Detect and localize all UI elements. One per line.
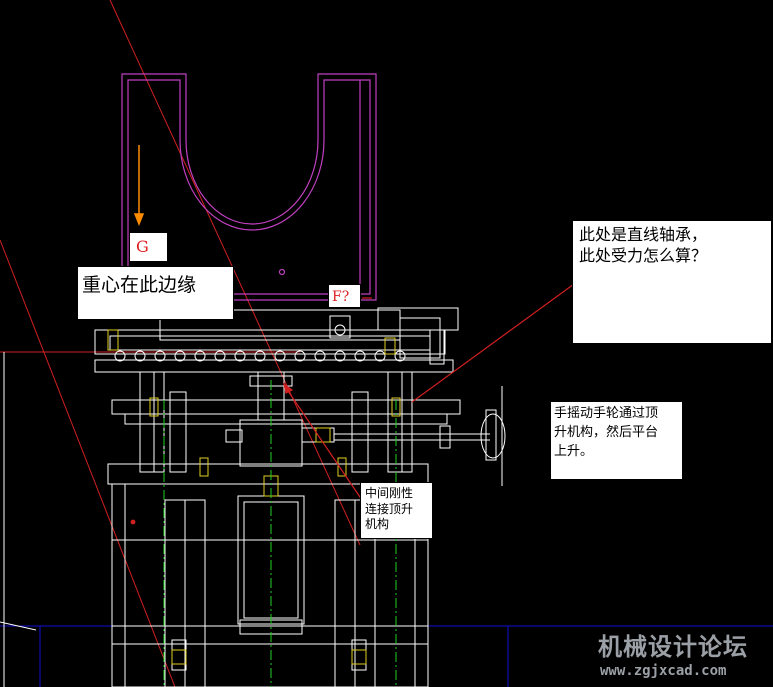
linear-bearing-line-1: 此处是直线轴承， — [579, 225, 708, 244]
center-of-gravity-note: 重心在此边缘 — [77, 266, 234, 320]
force-label: F? — [328, 284, 361, 308]
roller-row — [114, 350, 406, 362]
gravity-arrow — [133, 145, 145, 227]
linear-bearing-line-2: 此处受力怎么算？ — [579, 245, 708, 265]
construction-lines — [0, 0, 361, 687]
lifting-machine — [94, 307, 506, 687]
fasteners — [107, 329, 401, 665]
handwheel-note: 手摇动手轮通过顶 升机构，然后平台 上升。 — [550, 401, 683, 480]
gravity-label: G — [129, 232, 168, 262]
handwheel-line-2: 升机构，然后平台 — [554, 424, 659, 440]
leader-lines — [130, 283, 575, 525]
left-edge-line — [0, 352, 37, 687]
middle-link-line-3: 机构 — [365, 517, 390, 532]
watermark-name: 机械设计论坛 — [598, 633, 748, 661]
u-shaped-workpiece — [121, 73, 377, 301]
middle-link-note: 中间刚性 连接顶升 机构 — [360, 482, 433, 539]
handwheel-line-1: 手摇动手轮通过顶 — [554, 406, 659, 421]
middle-link-line-1: 中间刚性 — [365, 486, 414, 500]
forum-watermark: 机械设计论坛 www.zgjxcad.com — [598, 632, 770, 684]
centerline — [163, 380, 397, 687]
middle-link-line-2: 连接顶升 — [365, 501, 414, 516]
watermark-url: www.zgjxcad.com — [600, 663, 727, 679]
handwheel-line-3: 上升。 — [554, 443, 594, 459]
linear-bearing-note: 此处是直线轴承， 此处受力怎么算？ — [572, 220, 772, 344]
